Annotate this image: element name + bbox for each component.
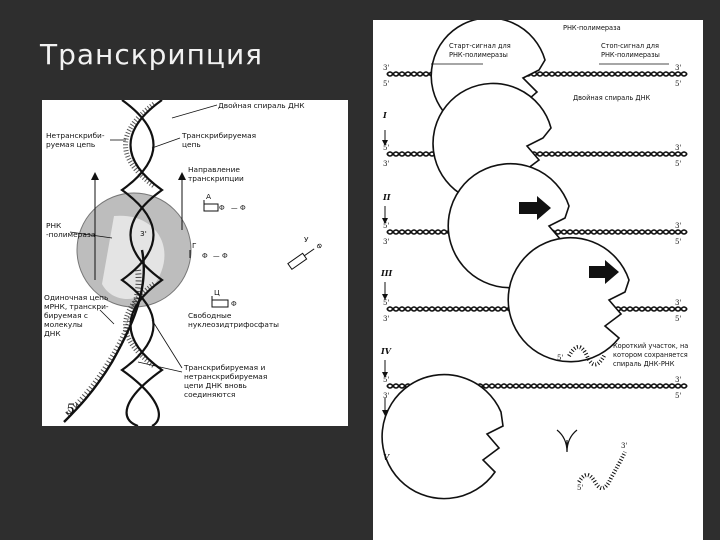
end-label: 5'	[383, 299, 389, 307]
label-start-1: Старт-сигнал для	[449, 42, 511, 50]
end-label: 5'	[675, 80, 681, 88]
end-label: 5'	[383, 222, 389, 230]
stage-iii-label: III	[380, 268, 392, 278]
nucleotide-u-label: У	[304, 235, 309, 244]
label-rejoin-4: соединяются	[184, 390, 235, 399]
stage-iv-label: IV	[380, 346, 392, 356]
label-rna-pol-2: -полимераза	[46, 230, 95, 239]
label-free-2: нуклеозидтрифосфаты	[188, 320, 279, 329]
label-mrna-3: бируемая с	[44, 311, 88, 320]
label-short-3: спираль ДНК-РНК	[613, 360, 675, 368]
end-label: 3'	[675, 64, 681, 72]
arrow-right-icon	[589, 260, 619, 284]
label-mrna-1: Одиночная цепь	[44, 293, 108, 302]
mrna-3-prime: 3'	[140, 229, 147, 238]
stage-ii-label: II	[382, 192, 391, 202]
label-stop-2: РНК-полимеразы	[601, 51, 660, 59]
right-transcription-stages: I II III IV V РНК-полимераза Старт-сигна…	[373, 20, 703, 540]
label-free-1: Свободные	[188, 311, 232, 320]
end-label: 3'	[383, 160, 389, 168]
label-transcribed-1: Транскрибируемая	[181, 131, 256, 140]
stage-v-polymerase	[381, 373, 504, 500]
label-nontranscribed-2: руемая цепь	[46, 140, 95, 149]
label-mrna-2: мРНК, транскри-	[44, 302, 109, 311]
right-diagram-svg: I II III IV V РНК-полимераза Старт-сигна…	[380, 20, 688, 500]
end-label: 3'	[383, 315, 389, 323]
label-short-1: Короткий участок, на	[613, 342, 688, 350]
slide-title: Транскрипция	[40, 38, 264, 71]
end-label: 3'	[383, 64, 389, 72]
label-start-2: РНК-полимеразы	[449, 51, 508, 59]
label-direction-1: Направление	[188, 165, 240, 174]
stage-i-label: I	[382, 110, 387, 120]
svg-text:Ф: Ф	[222, 252, 228, 260]
arrow-down-icon	[382, 140, 388, 416]
label-nontranscribed-1: Нетранскриби-	[46, 131, 105, 140]
label-direction-2: транскрипции	[188, 174, 244, 183]
stage-iii-polymerase	[507, 236, 630, 363]
label-mrna-5: ДНК	[44, 329, 61, 338]
label-double-helix: Двойная спираль ДНК	[573, 94, 651, 102]
end-label: 3'	[621, 442, 627, 450]
stage-v-mrna	[577, 451, 627, 490]
end-label: 3'	[675, 376, 681, 384]
end-label: 5'	[675, 160, 681, 168]
free-nucleotide-a: Ф — Ф	[203, 200, 246, 212]
end-label: 3'	[383, 238, 389, 246]
label-rejoin-2: нетранскрибируемая	[184, 372, 267, 381]
nucleotide-g-label: Г	[192, 241, 197, 250]
end-label: 3'	[675, 299, 681, 307]
svg-text:Ф: Ф	[202, 252, 208, 260]
end-label: 5'	[383, 80, 389, 88]
left-diagram-svg: Ф — Ф Ф — Ф Ф Ф Двойная спираль ДНК Нетр…	[44, 100, 325, 426]
free-nucleotide-c: Ф	[211, 296, 237, 308]
mrna-5-prime: 5'	[66, 402, 79, 418]
end-label: 5'	[675, 315, 681, 323]
label-mrna-4: молекулы	[44, 320, 83, 329]
free-nucleotide-g: Ф — Ф	[189, 250, 228, 260]
end-label: 3'	[675, 144, 681, 152]
dna-base-pairs-top	[123, 101, 156, 189]
free-nucleotide-u: Ф	[287, 241, 325, 271]
dna-base-pairs-bottom	[123, 281, 156, 369]
end-label: 5'	[557, 354, 563, 362]
svg-text:Ф: Ф	[240, 204, 246, 212]
label-double-helix: Двойная спираль ДНК	[218, 101, 305, 110]
nucleotide-a-label: А	[206, 192, 211, 201]
end-label: 5'	[383, 144, 389, 152]
svg-text:Ф: Ф	[231, 300, 237, 308]
end-label: 5'	[383, 376, 389, 384]
dna-strand-right	[120, 100, 160, 426]
end-label: 5'	[577, 484, 583, 492]
stage-iii-mrna	[567, 345, 607, 367]
label-transcribed-2: цепь	[182, 140, 201, 149]
end-label: 3'	[383, 392, 389, 400]
end-label: 3'	[675, 222, 681, 230]
label-rna-pol-1: РНК	[46, 221, 62, 230]
svg-text:Ф: Ф	[219, 204, 225, 212]
label-short-2: котором сохраняется	[613, 351, 688, 359]
svg-text:—: —	[213, 252, 220, 260]
transcription-bubble	[102, 215, 165, 300]
label-rejoin-3: цепи ДНК вновь	[184, 381, 247, 390]
left-transcription-diagram: Ф — Ф Ф — Ф Ф Ф Двойная спираль ДНК Нетр…	[42, 100, 348, 426]
label-stop-1: Стоп-сигнал для	[601, 42, 659, 50]
end-label: 5'	[675, 238, 681, 246]
label-rejoin-1: Транскрибируемая и	[183, 363, 265, 372]
stage-v-label: V	[383, 452, 390, 462]
nucleotide-c-label: Ц	[214, 288, 220, 297]
arrow-right-icon	[519, 196, 551, 220]
svg-text:—: —	[231, 204, 238, 212]
stage-i-helix	[386, 151, 688, 157]
label-rna-polymerase: РНК-полимераза	[563, 24, 621, 32]
svg-text:Ф: Ф	[315, 241, 325, 251]
end-label: 5'	[675, 392, 681, 400]
